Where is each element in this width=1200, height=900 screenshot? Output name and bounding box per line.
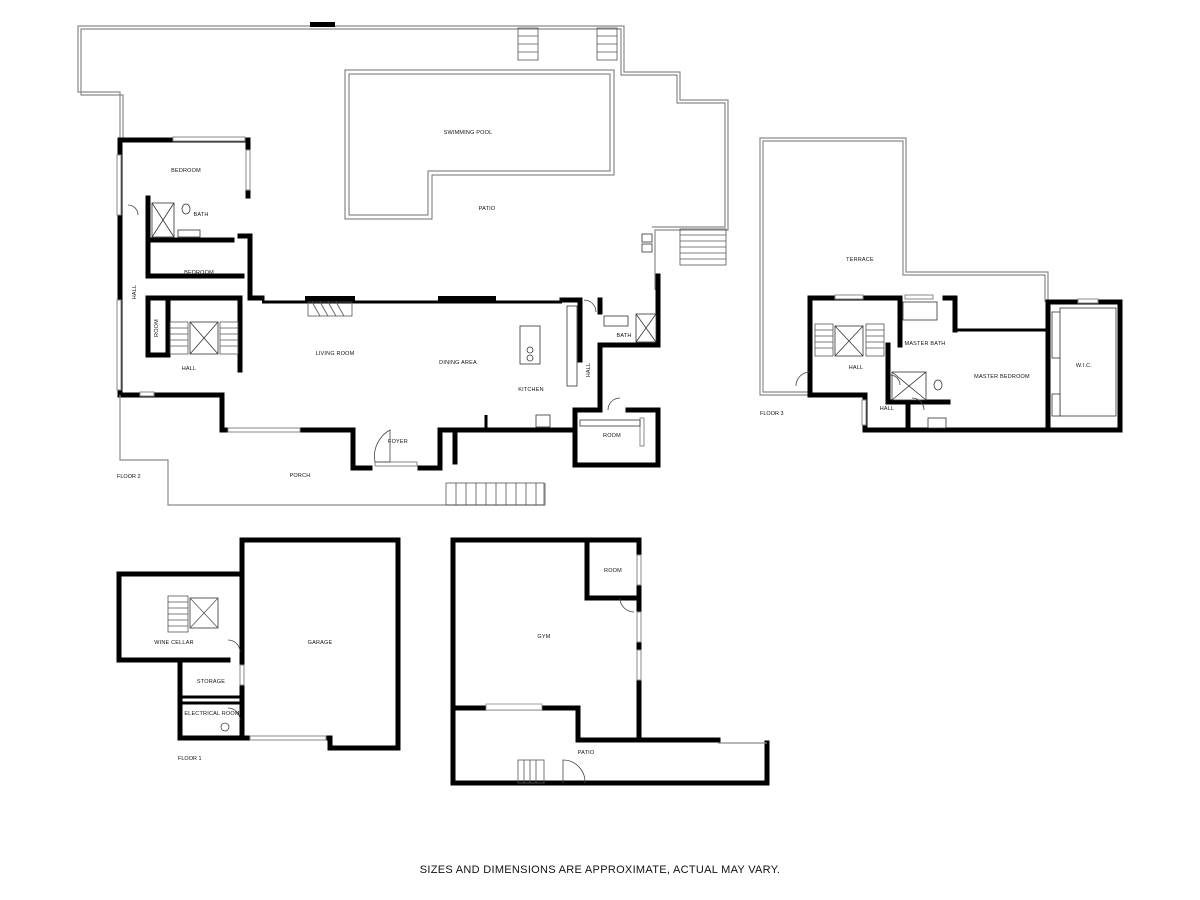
terrace-outline-inner — [762, 140, 1046, 393]
swimming-pool-outline — [344, 69, 615, 220]
storage-label: STORAGE — [197, 679, 225, 685]
floor-1-plan: WINE CELLAR STORAGE ELECTRICAL ROOM GARA… — [116, 537, 401, 762]
master-bath-label: MASTER BATH — [905, 341, 946, 347]
hall-f3-a-label: HALL — [849, 365, 864, 371]
garage-label: GARAGE — [308, 640, 333, 646]
foyer-label: FOYER — [388, 439, 408, 445]
patio-fixtures — [641, 233, 653, 253]
floor-3-stairs — [814, 323, 885, 357]
patio-stairs — [679, 228, 727, 266]
floor-1-stairs — [167, 595, 219, 633]
hall-vertical-label: HALL — [132, 285, 138, 300]
porch-outline — [119, 395, 546, 506]
patio-outline-inner — [80, 28, 726, 228]
floor-2-walls — [117, 137, 661, 471]
porch-stairs — [445, 482, 545, 506]
gym-windows — [636, 554, 642, 681]
electrical-room-label: ELECTRICAL ROOM — [184, 711, 240, 717]
bath-right-label: BATH — [616, 333, 631, 339]
floor-1-walls — [116, 537, 401, 751]
floor-3-plan: TERRACE HALL MASTER BATH MASTER BEDROOM … — [759, 137, 1123, 433]
floor-2-fixtures — [151, 202, 657, 428]
wic-label: W.I.C. — [1076, 363, 1092, 369]
room-gym-label: ROOM — [604, 568, 622, 574]
patio-outline — [77, 25, 729, 290]
gym-label: GYM — [537, 634, 550, 640]
room-small-label: ROOM — [154, 319, 160, 337]
floor-2-doors — [127, 204, 621, 463]
top-wall-segment — [310, 22, 335, 27]
hall-f2-label: HALL — [182, 366, 197, 372]
floor-1-windows — [239, 664, 327, 741]
floor-2-label: FLOOR 2 — [117, 474, 141, 480]
patio-upper-label: PATIO — [479, 206, 496, 212]
pool-stairs — [517, 27, 618, 61]
terrace-outline — [759, 137, 1049, 396]
living-room-label: LIVING ROOM — [316, 351, 355, 357]
dining-area-label: DINING AREA — [439, 360, 477, 366]
floor-3-doors — [795, 371, 925, 411]
wine-cellar-label: WINE CELLAR — [154, 640, 194, 646]
gym-doors — [562, 597, 635, 784]
bedroom-mid-label: BEDROOM — [184, 270, 214, 276]
swimming-pool-label: SWIMMING POOL — [444, 130, 493, 136]
floor-3-label: FLOOR 3 — [760, 411, 784, 417]
room-right-label: ROOM — [603, 433, 621, 439]
hall-right-label: HALL — [586, 363, 592, 378]
floor-2-windows — [116, 136, 645, 467]
gym-plan: GYM ROOM PATIO — [450, 537, 770, 786]
floor-1-doors — [220, 639, 241, 732]
gym-walls — [450, 537, 770, 786]
floor-2-stairs — [169, 301, 353, 355]
hall-f3-b-label: HALL — [880, 406, 895, 412]
bath-left-label: BATH — [193, 212, 208, 218]
floor-2-plan: SWIMMING POOL PATIO BEDROOM BATH BEDROOM… — [77, 22, 729, 506]
floor-3-windows — [834, 294, 1099, 426]
swimming-pool-inner — [348, 73, 611, 216]
master-bedroom-label: MASTER BEDROOM — [974, 374, 1030, 380]
floor-3-fixtures — [834, 301, 1117, 429]
floor-1-label: FLOOR 1 — [178, 756, 202, 762]
bedroom-top-label: BEDROOM — [171, 168, 201, 174]
terrace-label: TERRACE — [846, 257, 874, 263]
lower-patio-label: PATIO — [578, 750, 595, 756]
disclaimer-text: SIZES AND DIMENSIONS ARE APPROXIMATE, AC… — [420, 864, 781, 876]
kitchen-label: KITCHEN — [518, 387, 544, 393]
porch-label: PORCH — [290, 473, 311, 479]
lower-patio-stairs — [517, 759, 545, 784]
